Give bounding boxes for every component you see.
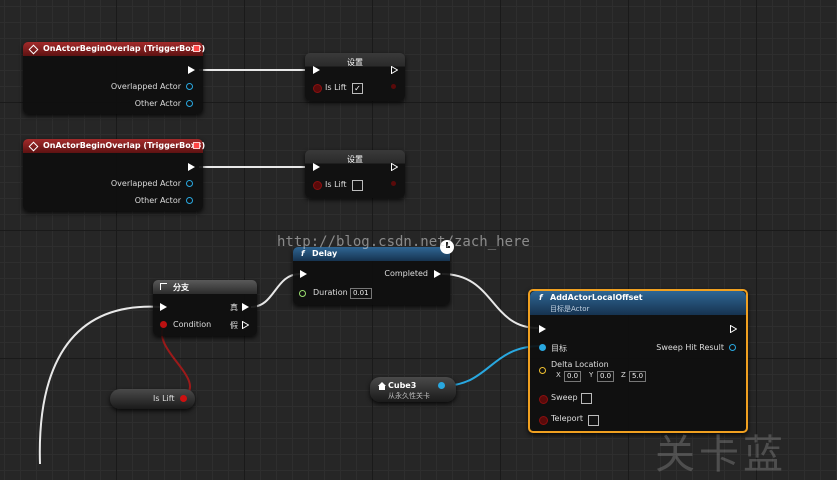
event-node-triggerbox2[interactable]: OnActorBeginOverlap (TriggerBox2) Overla… [23,42,206,114]
other-actor-label: Other Actor [134,99,181,108]
exec-out-pin[interactable] [391,163,398,171]
completed-label: Completed [384,269,428,278]
false-exec-pin[interactable] [242,321,249,329]
teleport-pin[interactable] [539,416,548,425]
delegate-pin-icon[interactable] [193,45,200,52]
condition-pin[interactable] [160,321,167,328]
z-label: Z [621,371,626,379]
watermark-url: http://blog.csdn.net/zach_here [277,234,530,250]
offset-node-header[interactable]: f AddActorLocalOffset 目标是Actor [530,291,746,315]
bool-out-pin[interactable] [391,181,396,186]
event-node-triggerbox3[interactable]: OnActorBeginOverlap (TriggerBox3) Overla… [23,139,206,211]
delta-location-label: Delta Location [551,360,609,369]
event-icon [28,141,39,152]
sweep-pin[interactable] [539,395,548,404]
home-icon [378,382,386,386]
duration-pin[interactable] [299,290,306,297]
exec-in-pin[interactable] [300,270,307,278]
branch-title: 分支 [173,283,189,292]
exec-out-pin[interactable] [730,325,737,333]
cube3-reference-node[interactable]: Cube3 从永久性关卡 [370,377,456,402]
is-lift-label: Is Lift [325,83,347,92]
is-lift-checkbox[interactable] [352,180,363,191]
overlapped-actor-pin[interactable] [186,180,193,187]
overlapped-actor-label: Overlapped Actor [110,179,181,188]
sweep-hit-pin[interactable] [729,344,736,351]
exec-out-pin[interactable] [188,163,195,171]
is-lift-getter-node[interactable]: Is Lift [110,389,195,409]
set-node-title: 设置 [347,58,363,67]
teleport-checkbox[interactable] [588,415,599,426]
exec-out-pin[interactable] [391,66,398,74]
delegate-pin-icon[interactable] [193,142,200,149]
set-variable-node-1[interactable]: 设置 Is Lift ✓ [305,53,405,101]
cube-out-pin[interactable] [438,382,445,389]
exec-in-pin[interactable] [313,163,320,171]
getter-label: Is Lift [153,394,175,403]
sweep-label: Sweep [551,393,578,402]
x-input[interactable]: 0.0 [564,371,582,382]
other-actor-label: Other Actor [134,196,181,205]
condition-label: Condition [173,320,212,329]
add-actor-local-offset-node[interactable]: f AddActorLocalOffset 目标是Actor 目标 Sweep … [528,289,748,433]
other-actor-pin[interactable] [186,100,193,107]
is-lift-label: Is Lift [325,180,347,189]
offset-title: AddActorLocalOffset [550,293,643,302]
target-label: 目标 [551,344,567,353]
exec-wire-delay-offset [441,273,539,329]
exec-wire-into-branch [38,305,162,464]
completed-exec-pin[interactable] [434,270,441,278]
exec-out-pin[interactable] [188,66,195,74]
true-exec-pin[interactable] [242,303,249,311]
exec-in-pin[interactable] [539,325,546,333]
branch-node[interactable]: 分支 真 Condition 假 [153,280,257,336]
object-wire-cube-target [441,345,542,387]
delta-location-pin[interactable] [539,367,546,374]
duration-label: Duration [313,288,348,297]
event-icon [28,44,39,55]
false-label: 假 [230,321,238,330]
clock-icon [440,240,454,254]
event-node-header[interactable]: OnActorBeginOverlap (TriggerBox2) [23,42,206,56]
bool-out-pin[interactable] [391,84,396,89]
corner-watermark: 关卡蓝 [655,432,787,478]
set-node-title: 设置 [347,155,363,164]
bool-in-pin[interactable] [313,84,322,93]
sweep-hit-label: Sweep Hit Result [656,343,724,352]
cube-title: Cube3 [388,381,417,390]
home-icon-body [379,386,385,390]
branch-icon [160,283,167,290]
true-label: 真 [230,303,238,312]
overlapped-actor-pin[interactable] [186,83,193,90]
is-lift-out-pin[interactable] [180,395,187,402]
sweep-checkbox[interactable] [581,393,592,404]
exec-in-pin[interactable] [313,66,320,74]
exec-in-pin[interactable] [160,303,167,311]
event-title: OnActorBeginOverlap (TriggerBox2) [43,44,206,53]
branch-node-header[interactable]: 分支 [153,280,257,294]
cube-subtitle: 从永久性关卡 [388,392,430,400]
delay-node-header[interactable]: f Delay [293,247,450,261]
target-pin[interactable] [539,344,546,351]
delay-node[interactable]: f Delay Completed Duration 0.01 [293,240,454,305]
y-label: Y [589,371,594,379]
event-node-header[interactable]: OnActorBeginOverlap (TriggerBox3) [23,139,206,153]
overlapped-actor-label: Overlapped Actor [110,82,181,91]
offset-subtitle: 目标是Actor [550,305,590,313]
duration-input[interactable]: 0.01 [350,288,372,299]
delay-title: Delay [312,249,338,258]
teleport-label: Teleport [551,414,583,423]
function-icon: f [301,249,305,258]
other-actor-pin[interactable] [186,197,193,204]
bool-in-pin[interactable] [313,181,322,190]
z-input[interactable]: 5.0 [629,371,647,382]
y-input[interactable]: 0.0 [597,371,615,382]
event-title: OnActorBeginOverlap (TriggerBox3) [43,141,206,150]
x-label: X [556,371,561,379]
set-variable-node-2[interactable]: 设置 Is Lift [305,150,405,198]
function-icon: f [539,293,543,302]
is-lift-checkbox[interactable]: ✓ [352,83,363,94]
